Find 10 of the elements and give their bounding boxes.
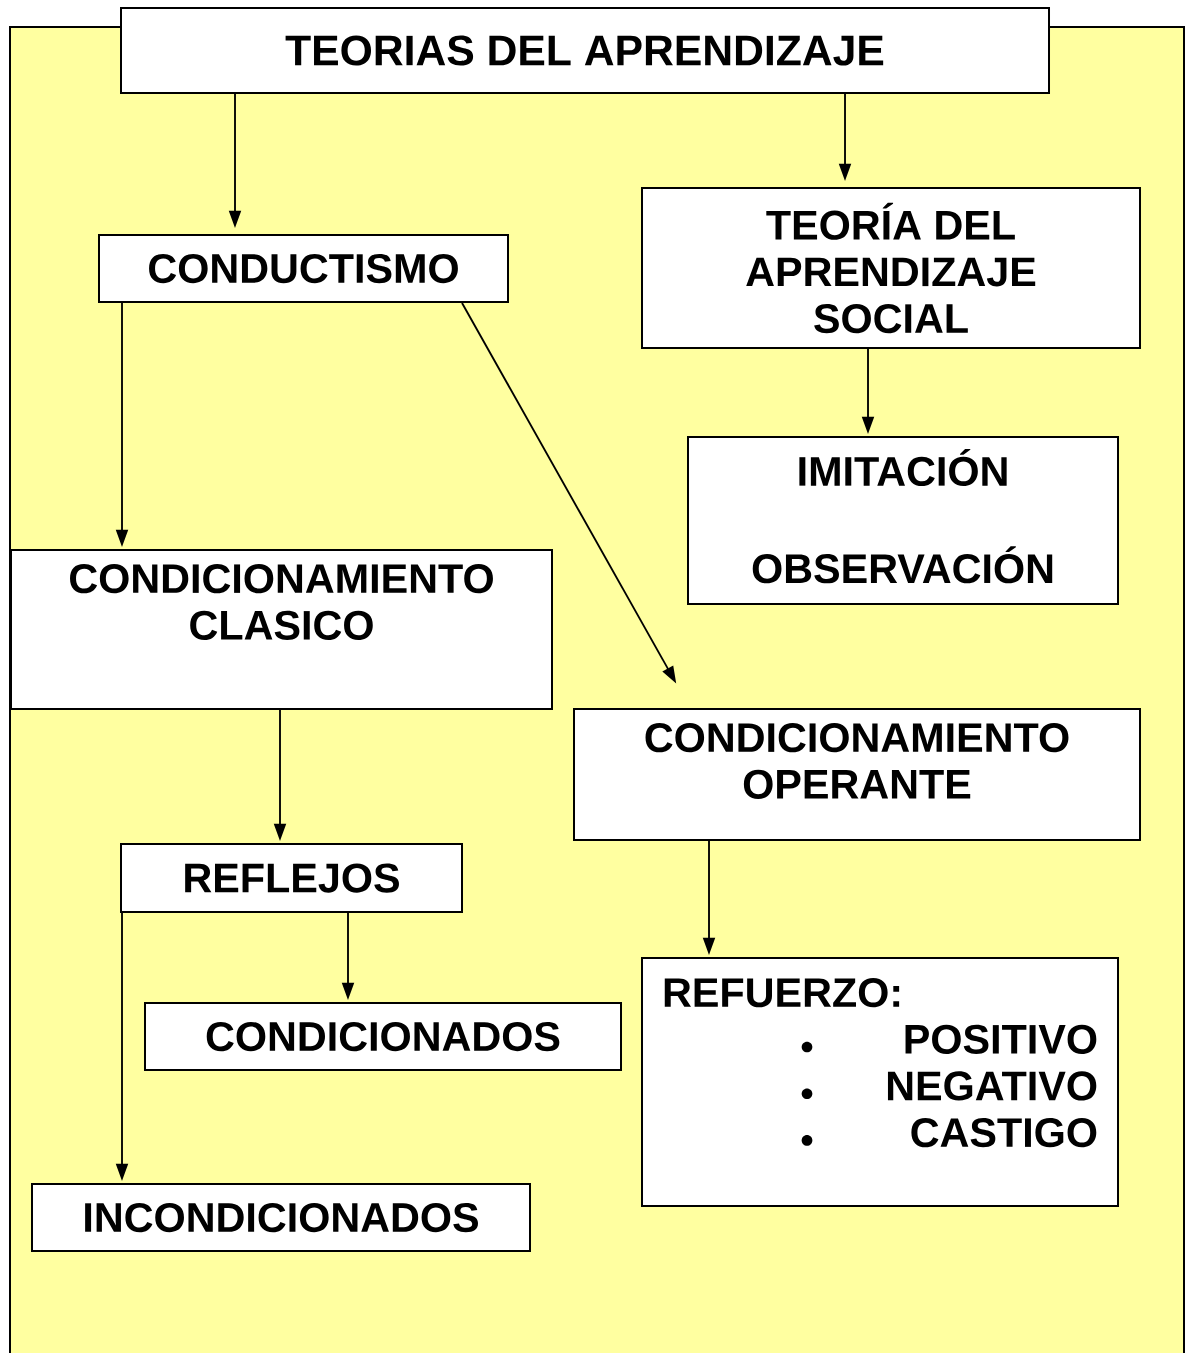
- concept-box: CONDICIONADOS: [144, 1002, 622, 1071]
- concept-box: TEORÍA DEL APRENDIZAJE SOCIAL: [641, 187, 1141, 349]
- concept-box: REFLEJOS: [120, 843, 463, 913]
- concept-box: INCONDICIONADOS: [31, 1183, 531, 1252]
- concept-box: CONDICIONAMIENTO CLASICO: [10, 549, 553, 710]
- list-box: REFUERZO: POSITIVO NEGATIVO CASTIGO: [641, 957, 1119, 1207]
- concept-box: IMITACIÓN OBSERVACIÓN: [687, 436, 1119, 605]
- concept-box: CONDUCTISMO: [98, 234, 509, 303]
- concept-box: CONDICIONAMIENTO OPERANTE: [573, 708, 1141, 841]
- title-box: TEORIAS DEL APRENDIZAJE: [120, 7, 1050, 94]
